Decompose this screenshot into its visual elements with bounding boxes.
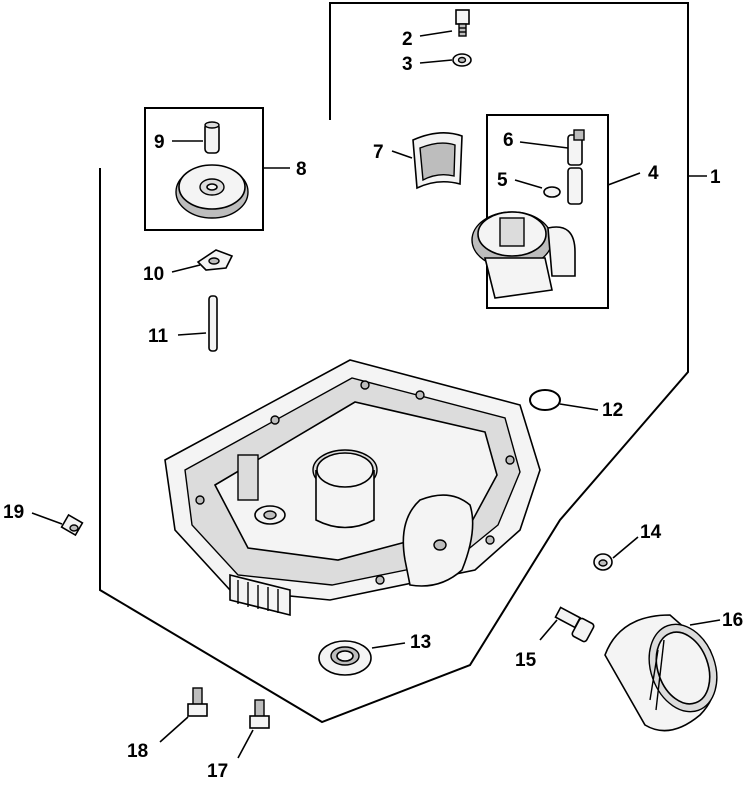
callout-8: 8 xyxy=(296,159,307,180)
callout-19: 19 xyxy=(3,502,24,523)
screen-part-7 xyxy=(412,132,463,190)
callout-17: 17 xyxy=(207,761,228,782)
leader-lines xyxy=(31,30,721,759)
subassembly-box-8 xyxy=(144,107,264,231)
callout-12: 12 xyxy=(602,400,623,421)
callout-10: 10 xyxy=(143,264,164,285)
callout-3: 3 xyxy=(402,54,413,75)
callout-7: 7 xyxy=(373,142,384,163)
adapter-part-15 xyxy=(554,606,595,643)
gear-part-8 xyxy=(175,164,249,219)
subassembly-box-4 xyxy=(486,114,609,309)
callout-1: 1 xyxy=(710,167,721,188)
washer-part-10 xyxy=(196,249,234,271)
fitting-part-6 xyxy=(567,129,585,205)
callout-5: 5 xyxy=(497,170,508,191)
callout-14: 14 xyxy=(640,522,662,543)
oil-pan-housing xyxy=(164,359,541,617)
nut-part-3 xyxy=(452,53,472,67)
seal-part-13 xyxy=(318,640,372,676)
bolt-part-18 xyxy=(187,687,208,717)
shaft-part-11 xyxy=(208,295,218,352)
callout-6: 6 xyxy=(503,130,514,151)
callout-11: 11 xyxy=(148,326,169,347)
oring-part-12 xyxy=(529,389,561,411)
pin-part-9 xyxy=(204,121,220,154)
callout-15: 15 xyxy=(515,650,537,671)
plug-part-19 xyxy=(60,513,84,537)
callout-16: 16 xyxy=(722,610,743,631)
callout-9: 9 xyxy=(154,132,165,153)
nut-part-14 xyxy=(593,553,613,571)
callout-13: 13 xyxy=(410,632,431,653)
oil-pump-part-4 xyxy=(471,211,576,299)
screw-part-2 xyxy=(455,9,470,37)
oring-part-5 xyxy=(543,186,561,198)
bolt-part-17 xyxy=(249,699,270,729)
assembly-outline xyxy=(99,2,689,724)
callout-4: 4 xyxy=(648,163,659,184)
callout-2: 2 xyxy=(402,29,413,50)
oil-filter-part-16 xyxy=(604,614,718,732)
callout-18: 18 xyxy=(127,741,148,762)
